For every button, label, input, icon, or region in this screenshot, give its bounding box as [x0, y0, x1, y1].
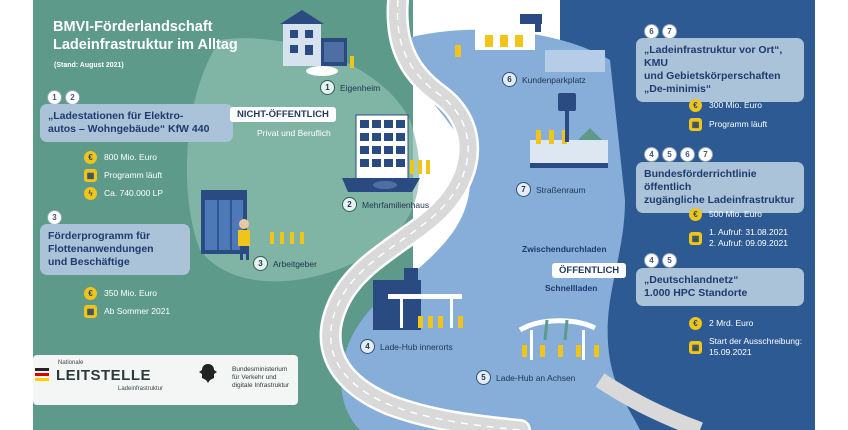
- program-bundes-budget: € 500 Mio. Euro: [689, 208, 762, 221]
- logo-subtitle: Ladeinfrastruktur: [118, 386, 164, 392]
- page-title: BMVI-Förderlandschaft Ladeinfrastruktur …: [53, 19, 238, 53]
- program-kfw440-card: „Ladestationen für Elektro- autos – Wohn…: [40, 104, 233, 142]
- number-badge: 1: [47, 90, 62, 105]
- calendar-icon: ▦: [689, 231, 702, 245]
- lightning-icon: ϟ: [84, 187, 97, 200]
- number-badge: 6: [644, 24, 659, 39]
- house-illustration: [280, 10, 354, 76]
- program-devor-numbers: 6 7: [644, 24, 677, 39]
- program-1-numbers: 1 2: [47, 90, 80, 105]
- program-dnetz-numbers: 4 5: [644, 253, 677, 268]
- charging-hub-city-illustration: [373, 268, 463, 330]
- private-zone-subtitle: Privat und Beruflich: [257, 128, 331, 138]
- program-3-numbers: 3: [47, 210, 62, 225]
- number-badge: 4: [644, 147, 659, 162]
- program-vor-ort-card: „Ladeinfrastruktur vor Ort“, KMU und Geb…: [636, 38, 804, 102]
- program-dnetz-budget: € 2 Mrd. Euro: [689, 317, 753, 330]
- program-bundesfoerder-card: Bundesförderrichtlinie öffentlich zugäng…: [636, 162, 804, 213]
- program-vor-ort-status: ▦ Programm läuft: [689, 118, 767, 131]
- calendar-icon: ▦: [689, 118, 702, 131]
- euro-icon: €: [84, 151, 97, 164]
- euro-icon: €: [689, 99, 702, 112]
- program-1-budget: € 800 Mio. Euro: [84, 151, 157, 164]
- calendar-icon: ▦: [84, 169, 97, 182]
- number-badge: 7: [698, 147, 713, 162]
- leitstelle-logo-icon: [35, 368, 49, 381]
- number-badge: 4: [644, 253, 659, 268]
- eagle-icon: [199, 364, 217, 383]
- office-illustration: [201, 190, 304, 260]
- charging-hub-highway-illustration: [518, 318, 599, 360]
- program-dnetz-start: ▦ Start der Ausschreibung:15.09.2021: [689, 336, 802, 358]
- program-bundes-numbers: 4 5 6 7: [644, 147, 713, 162]
- private-zone-tag: NICHT-ÖFFENTLICH: [230, 107, 336, 122]
- apartment-illustration: [342, 114, 430, 192]
- parking-lot-illustration: [455, 14, 605, 72]
- euro-icon: €: [689, 317, 702, 330]
- number-badge: 2: [65, 90, 80, 105]
- number-badge: 3: [47, 210, 62, 225]
- number-badge: 6: [680, 147, 695, 162]
- calendar-icon: ▦: [689, 340, 702, 354]
- program-3-budget: € 350 Mio. Euro: [84, 287, 157, 300]
- date-stand: (Stand: August 2021): [54, 62, 124, 69]
- logo-national: Nationale: [58, 360, 84, 366]
- public-zone-tag: ÖFFENTLICH: [552, 263, 627, 278]
- number-badge: 5: [662, 147, 677, 162]
- program-flotten-card: Förderprogramm für Flottenanwendungen un…: [40, 224, 190, 275]
- euro-icon: €: [689, 208, 702, 221]
- euro-icon: €: [84, 287, 97, 300]
- program-1-status: ▦ Programm läuft: [84, 169, 162, 182]
- public-zone-bottom: Schnellladen: [545, 283, 598, 293]
- program-deutschlandnetz-card: „Deutschlandnetz“ 1.000 HPC Standorte: [636, 268, 804, 306]
- program-vor-ort-budget: € 300 Mio. Euro: [689, 99, 762, 112]
- public-zone-top: Zwischendurchladen: [522, 244, 607, 254]
- street-parking-illustration: [530, 93, 608, 168]
- number-badge: 7: [662, 24, 677, 39]
- logo-panel: [33, 355, 298, 405]
- ministry-name: Bundesministerium für Verkehr und digita…: [232, 366, 290, 389]
- calendar-icon: ▦: [84, 305, 97, 318]
- program-1-chargepoints: ϟ Ca. 740.000 LP: [84, 187, 163, 200]
- program-3-start: ▦ Ab Sommer 2021: [84, 305, 170, 318]
- number-badge: 5: [662, 253, 677, 268]
- logo-main: LEITSTELLE: [56, 367, 151, 384]
